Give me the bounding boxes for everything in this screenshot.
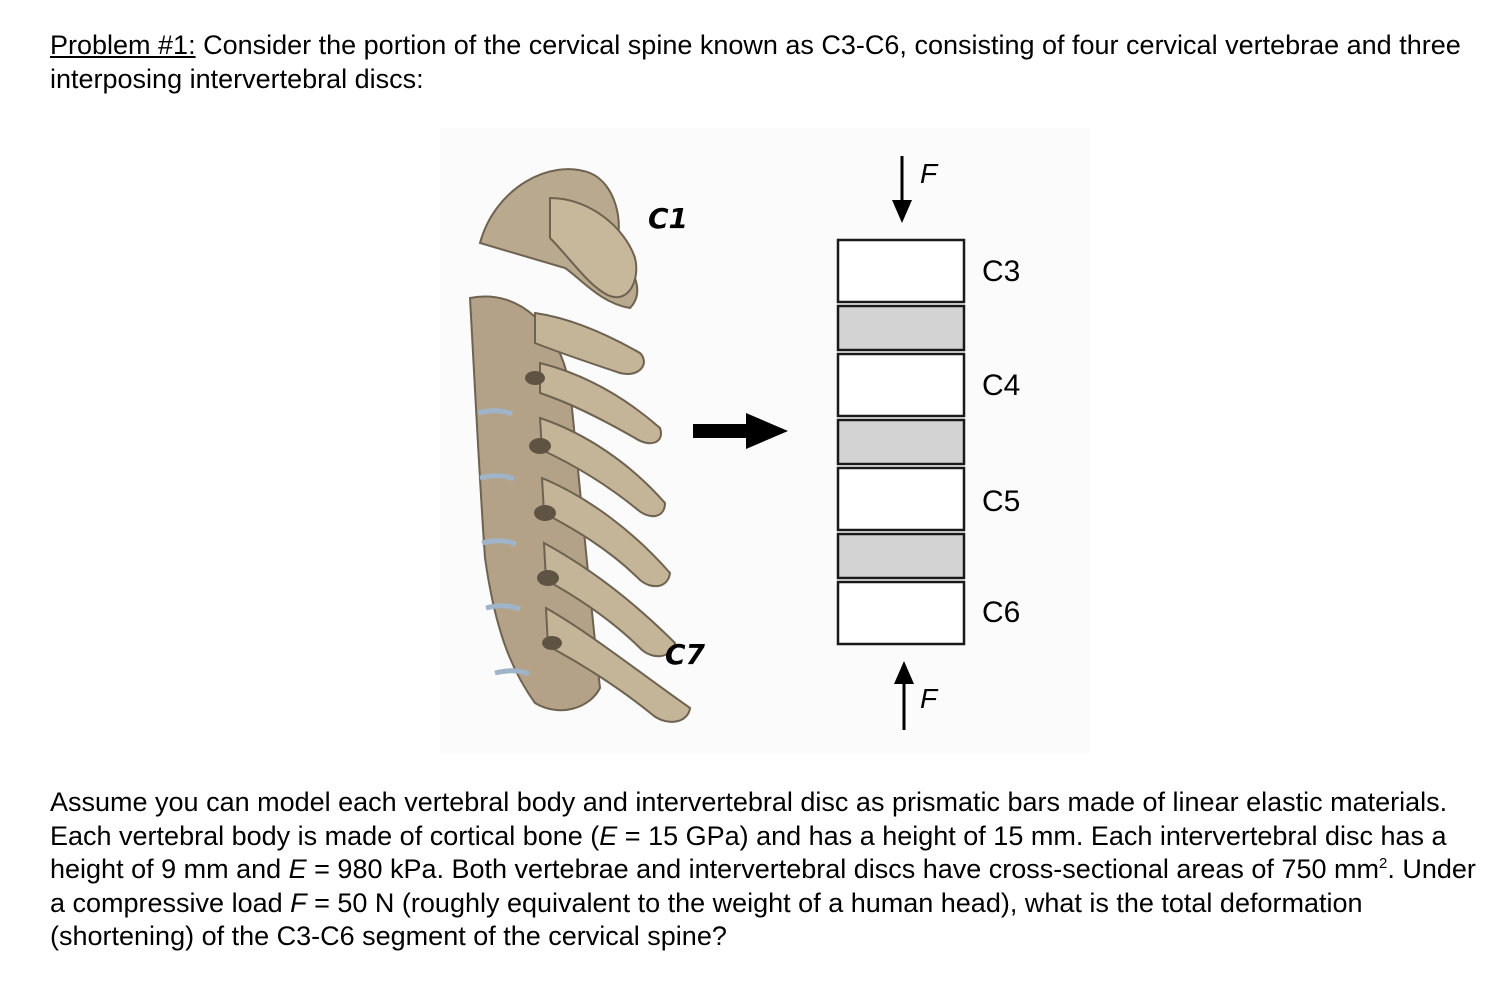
body-text-5: = 50 N (roughly equivalent to the weight… xyxy=(50,887,1363,952)
force-arrow-top xyxy=(892,156,912,223)
body-text-2: = 15 GPa) and has a height of 15 mm. Eac… xyxy=(50,820,1447,885)
problem-body: Assume you can model each vertebral body… xyxy=(50,786,1480,954)
spine-figure: C1 C7 F F C3 C4 C5 C6 xyxy=(440,128,1090,753)
body-text-4: . Under a compressive load xyxy=(50,854,1476,918)
segment-label-c3: C3 xyxy=(982,255,1021,288)
vertebra-block-c4 xyxy=(836,352,966,418)
spine-illustration xyxy=(440,128,1090,753)
force-label-bottom: F xyxy=(920,683,938,714)
var-e-2: E xyxy=(288,854,307,885)
label-c7: C7 xyxy=(665,638,706,671)
body-text-3: = 980 kPa. Both vertebrae and interverte… xyxy=(306,854,1379,885)
superscript-2: 2 xyxy=(1378,855,1388,873)
vertebra-block-c5 xyxy=(836,466,966,532)
segment-label-c6: C6 xyxy=(982,596,1021,629)
vertebra-block-c3 xyxy=(836,238,966,304)
problem-label: Problem #1: xyxy=(50,30,196,60)
force-label-top: F xyxy=(920,158,938,189)
disc-block-3 xyxy=(836,418,966,466)
transition-arrow xyxy=(693,413,788,449)
cervical-spine-image xyxy=(468,168,692,723)
body-text-1: Assume you can model each vertebral body… xyxy=(50,787,1448,851)
problem-paragraph: Assume you can model each vertebral body… xyxy=(50,786,1480,954)
var-f: F xyxy=(290,887,307,918)
label-c1: C1 xyxy=(648,202,689,235)
segment-stack xyxy=(836,238,966,646)
force-arrow-bottom xyxy=(894,661,914,730)
problem-statement: Problem #1: Consider the portion of the … xyxy=(50,28,1470,96)
disc-block-5 xyxy=(836,532,966,580)
var-e-1: E xyxy=(599,820,618,851)
segment-label-c4: C4 xyxy=(982,369,1021,402)
vertebra-block-c6 xyxy=(836,580,966,646)
disc-block-1 xyxy=(836,304,966,352)
problem-intro: Consider the portion of the cervical spi… xyxy=(50,30,1461,94)
segment-label-c5: C5 xyxy=(982,485,1021,518)
